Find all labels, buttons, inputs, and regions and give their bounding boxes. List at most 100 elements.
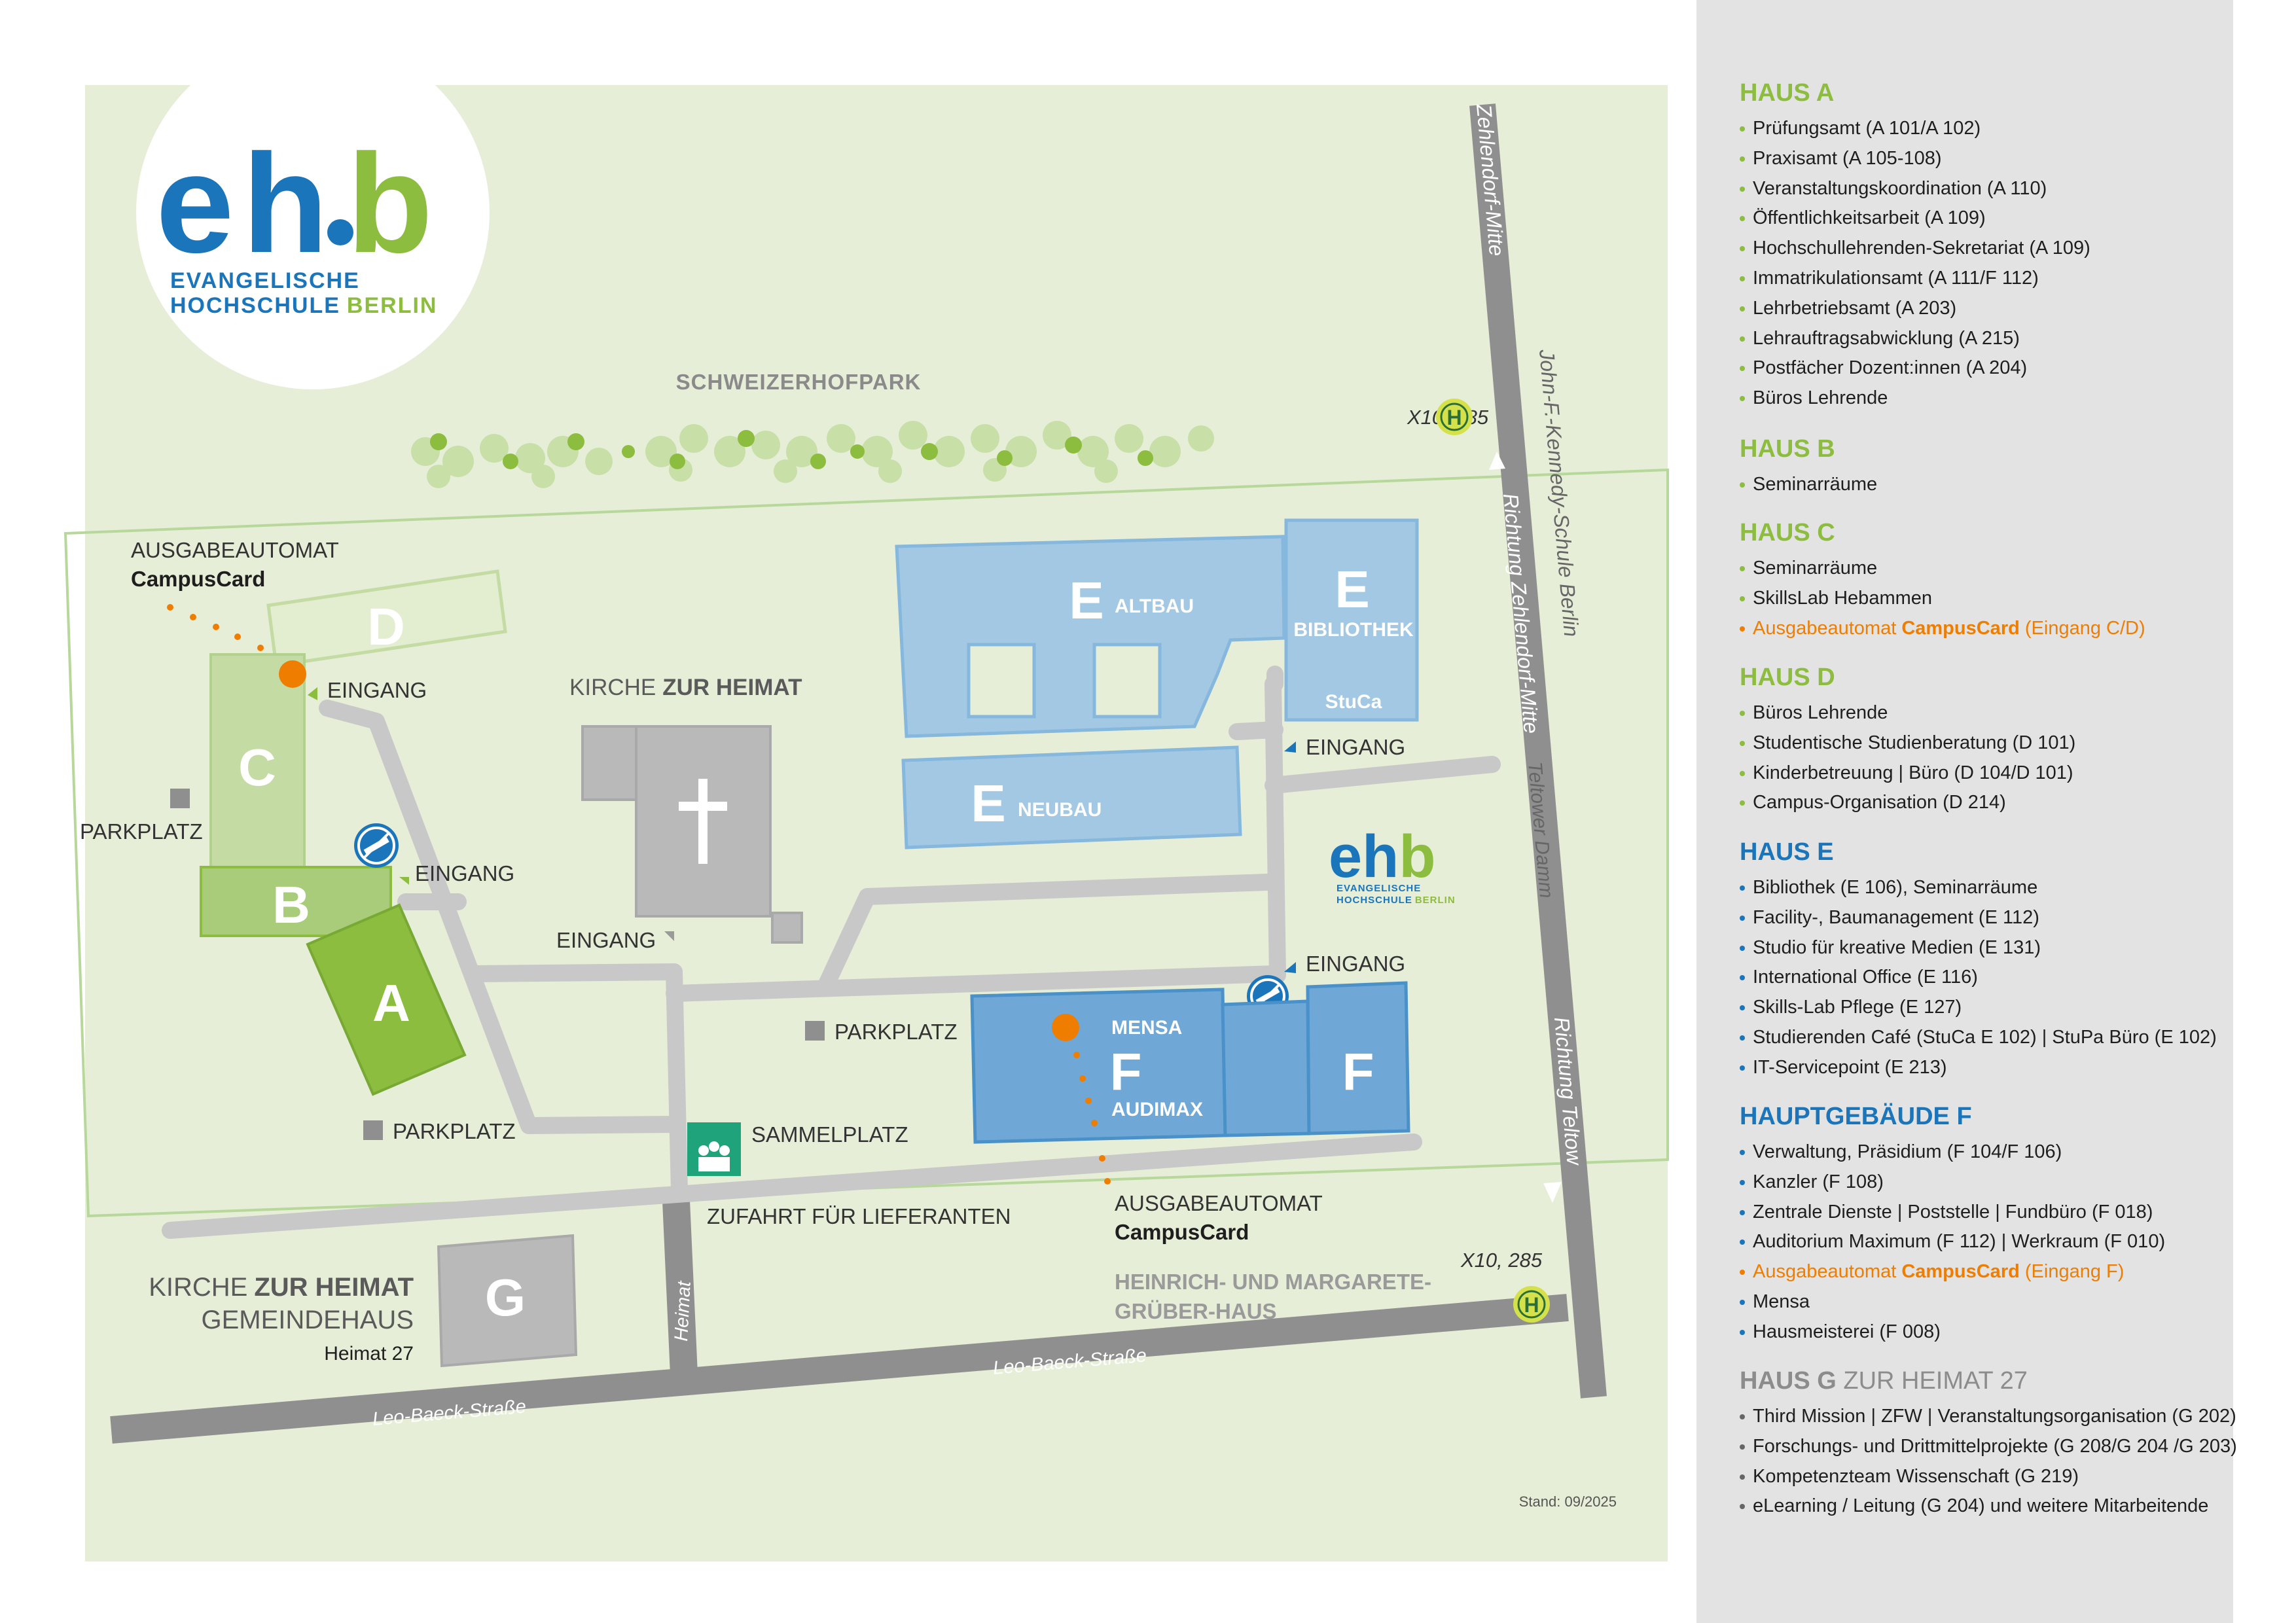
legend-panel: HAUS A Prüfungsamt (A 101/A 102) Praxisa… bbox=[1696, 0, 2237, 1623]
legend-haus-a: HAUS A Prüfungsamt (A 101/A 102) Praxisa… bbox=[1740, 79, 2224, 414]
building-a-label: A bbox=[372, 974, 410, 1032]
eingang-kirche-label: EINGANG bbox=[556, 928, 656, 952]
building-e-bib-letter: E bbox=[1335, 560, 1369, 618]
logo-e: e bbox=[156, 124, 234, 282]
list-item: IT-Servicepoint (E 213) bbox=[1740, 1053, 2224, 1083]
streets bbox=[110, 103, 1607, 1444]
building-c[interactable] bbox=[209, 653, 306, 875]
list-item: Skills-Lab Pflege (E 127) bbox=[1740, 993, 2224, 1023]
logo-small-line1: EVANGELISCHE bbox=[1336, 883, 1421, 894]
building-f-right-letter: F bbox=[1342, 1043, 1374, 1101]
list-item-campuscard: Ausgabeautomat CampusCard (Eingang F) bbox=[1740, 1257, 2224, 1287]
building-g[interactable] bbox=[437, 1234, 578, 1368]
dispenser-marker-icon bbox=[279, 660, 306, 688]
gemeinde-line3: Heimat 27 bbox=[324, 1343, 414, 1364]
legend-haus-g-title: HAUS G ZUR HEIMAT 27 bbox=[1740, 1367, 2028, 1395]
building-f-middle[interactable] bbox=[1221, 999, 1311, 1137]
arrow-down-icon bbox=[1543, 1182, 1562, 1203]
building-d-label: D bbox=[367, 597, 405, 656]
zufahrt-label: ZUFAHRT FÜR LIEFERANTEN bbox=[707, 1204, 1011, 1228]
list-item: Studio für kreative Medien (E 131) bbox=[1740, 933, 2224, 963]
legend-haus-e: HAUS E Bibliothek (E 106), Seminarräume … bbox=[1740, 838, 2224, 1083]
list-item: Hausmeisterei (F 008) bbox=[1740, 1317, 2224, 1347]
grueber-line2: GRÜBER-HAUS bbox=[1115, 1299, 1277, 1323]
building-e-stuca-label: StuCa bbox=[1325, 691, 1382, 713]
entrance-marker-b bbox=[399, 877, 409, 885]
eingang-e-label: EINGANG bbox=[1306, 735, 1405, 759]
building-f-letter: F bbox=[1110, 1043, 1142, 1101]
building-f-right[interactable] bbox=[1306, 981, 1410, 1135]
list-item: Büros Lehrende bbox=[1740, 698, 2224, 728]
list-item: Forschungs- und Drittmittelprojekte (G 2… bbox=[1740, 1432, 2237, 1462]
ausgabe-cd-line1: AUSGABEAUTOMAT bbox=[131, 538, 339, 562]
list-item: Kinderbetreuung | Büro (D 104/D 101) bbox=[1740, 758, 2224, 789]
assembly-point-icon bbox=[687, 1122, 741, 1176]
entrance-marker-cd bbox=[308, 687, 317, 700]
legend-haus-f-title: HAUPTGEBÄUDE F bbox=[1740, 1103, 1972, 1130]
building-f-mensa-label: MENSA bbox=[1111, 1017, 1182, 1039]
legend-haus-e-title: HAUS E bbox=[1740, 838, 1834, 866]
bus-stop-top: X10, 285 H bbox=[1407, 399, 1489, 435]
grueber-line1: HEINRICH- UND MARGARETE- bbox=[1115, 1270, 1431, 1294]
list-item: Praxisamt (A 105-108) bbox=[1740, 144, 2224, 174]
legend-haus-d: HAUS D Büros Lehrende Studentische Studi… bbox=[1740, 663, 2224, 818]
bus-lines-bottom: X10, 285 bbox=[1460, 1249, 1543, 1272]
parkplatz-mid-label: PARKPLATZ bbox=[834, 1020, 958, 1044]
park-trees bbox=[411, 421, 1214, 488]
building-e-bibliothek[interactable] bbox=[1284, 518, 1419, 722]
legend-haus-d-title: HAUS D bbox=[1740, 664, 1835, 691]
church bbox=[581, 725, 803, 944]
logo-h: h bbox=[242, 124, 328, 282]
building-f-audimax-label: AUDIMAX bbox=[1111, 1099, 1203, 1120]
eingang-cd-label: EINGANG bbox=[327, 678, 427, 702]
legend-haus-a-title: HAUS A bbox=[1740, 79, 1835, 107]
building-b-label: B bbox=[272, 876, 310, 934]
logo-b: b bbox=[347, 124, 433, 282]
ausgabe-f-line2: CampusCard bbox=[1115, 1220, 1249, 1244]
bus-stop-symbol: H bbox=[1446, 406, 1462, 429]
campus-boundary bbox=[63, 468, 1669, 1218]
list-item-campuscard: Ausgabeautomat CampusCard (Eingang C/D) bbox=[1740, 614, 2224, 644]
list-item: Mensa bbox=[1740, 1287, 2224, 1317]
street-heimat bbox=[662, 1200, 698, 1375]
parking-icon bbox=[170, 789, 190, 808]
building-a[interactable] bbox=[306, 903, 467, 1096]
list-item: Third Mission | ZFW | Veranstaltungsorga… bbox=[1740, 1402, 2236, 1432]
church-cross-icon bbox=[698, 779, 708, 864]
list-item: Studentische Studienberatung (D 101) bbox=[1740, 728, 2224, 758]
logo-small-letters: ehb bbox=[1329, 823, 1436, 890]
list-item: Lehrbetriebsamt (A 203) bbox=[1740, 294, 2224, 324]
arrow-up-icon bbox=[1489, 452, 1505, 470]
list-item: International Office (E 116) bbox=[1740, 963, 2224, 993]
list-item: Bibliothek (E 106), Seminarräume bbox=[1740, 873, 2224, 903]
bus-stop-symbol: H bbox=[1524, 1293, 1539, 1317]
park-label: SCHWEIZERHOFPARK bbox=[676, 370, 922, 394]
street-leo-baeck bbox=[110, 1294, 1569, 1444]
dispenser-marker-icon bbox=[1052, 1014, 1079, 1041]
legend-haus-g-subtitle: ZUR HEIMAT 27 bbox=[1843, 1367, 2028, 1395]
parkplatz-left-label: PARKPLATZ bbox=[80, 819, 203, 844]
building-g-label: G bbox=[485, 1268, 526, 1327]
building-d[interactable] bbox=[266, 569, 507, 668]
logo-dot-icon bbox=[327, 219, 353, 245]
street-label-heimat: Heimat bbox=[671, 1279, 695, 1342]
building-e-neubau[interactable] bbox=[901, 745, 1242, 849]
sammelplatz-label: SAMMELPLATZ bbox=[751, 1122, 908, 1147]
street-zehlendorf bbox=[1469, 103, 1607, 1399]
parkplatz-a-label: PARKPLATZ bbox=[393, 1119, 516, 1143]
stand-label: Stand: 09/2025 bbox=[1519, 1493, 1617, 1510]
building-e-bib-label: BIBLIOTHEK bbox=[1293, 619, 1414, 641]
list-item: Hochschullehrenden-Sekretariat (A 109) bbox=[1740, 234, 2224, 264]
legend-haus-a-list: Prüfungsamt (A 101/A 102) Praxisamt (A 1… bbox=[1740, 114, 2224, 414]
building-e-neubau-label: NEUBAU bbox=[1018, 799, 1102, 821]
no-smoking-icon bbox=[354, 823, 399, 868]
building-e-neubau-letter: E bbox=[971, 774, 1005, 832]
list-item: eLearning / Leitung (G 204) und weitere … bbox=[1740, 1491, 2224, 1522]
legend-haus-b-title: HAUS B bbox=[1740, 435, 1835, 463]
